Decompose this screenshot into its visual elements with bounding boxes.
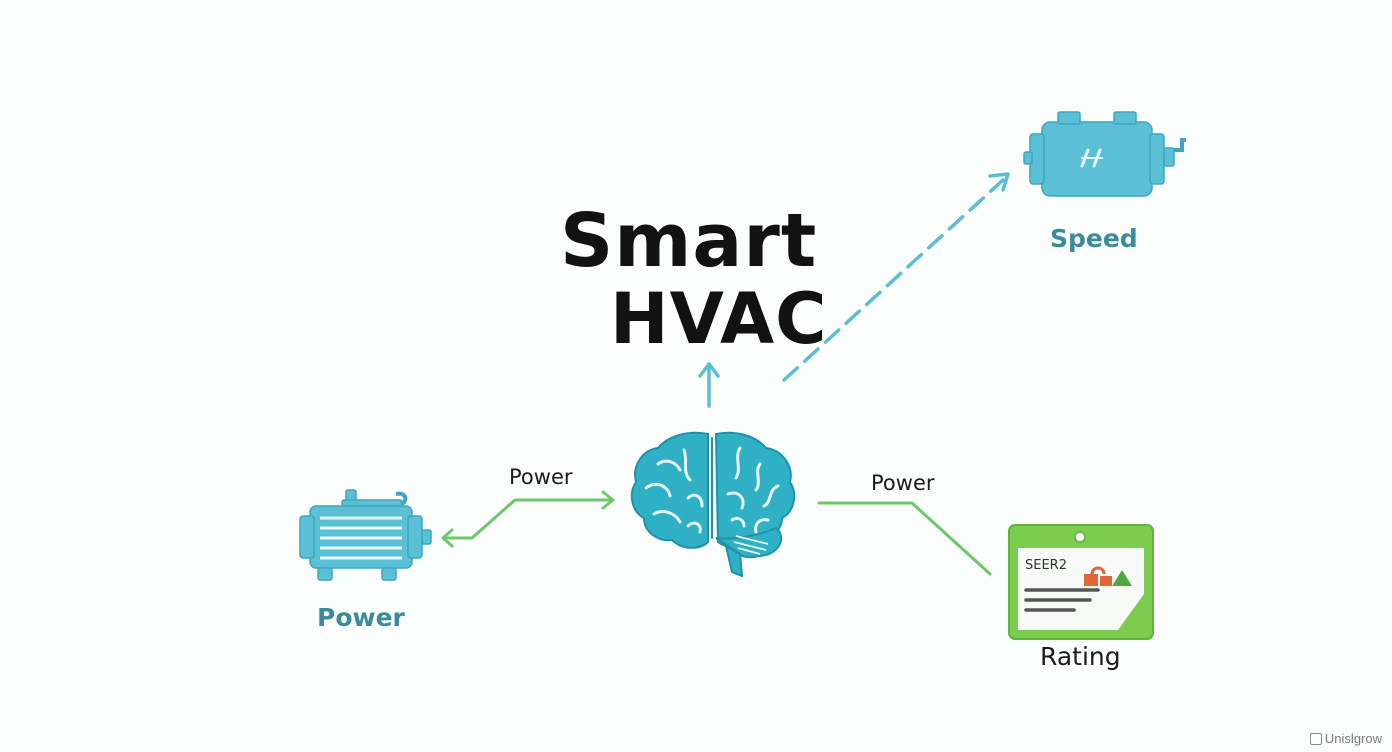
arrow-to-speed	[782, 172, 1010, 382]
node-label-power: Power	[317, 603, 405, 632]
edge-label-left: Power	[509, 465, 573, 489]
compressor-icon	[1023, 111, 1186, 197]
brain-icon	[630, 431, 796, 578]
watermark-text: Unislgrow	[1324, 731, 1382, 746]
diagram-title-line1: Smart	[560, 198, 818, 284]
arrow-power-left	[441, 490, 615, 548]
motor-icon	[299, 489, 432, 581]
rating-tag-graphic	[1008, 524, 1154, 640]
node-label-rating: Rating	[1040, 642, 1121, 671]
energy-rating-tag-icon: SEER2	[1008, 524, 1154, 640]
arrow-brain-to-title	[698, 362, 720, 408]
rating-tag-text: SEER2	[1025, 558, 1067, 573]
arrow-power-right	[817, 501, 992, 576]
diagram-title-line2: HVAC	[610, 278, 828, 360]
watermark-logo-icon	[1309, 732, 1322, 745]
edge-label-right: Power	[871, 471, 935, 495]
node-label-speed: Speed	[1050, 224, 1138, 253]
watermark: Unislgrow	[1309, 731, 1382, 746]
